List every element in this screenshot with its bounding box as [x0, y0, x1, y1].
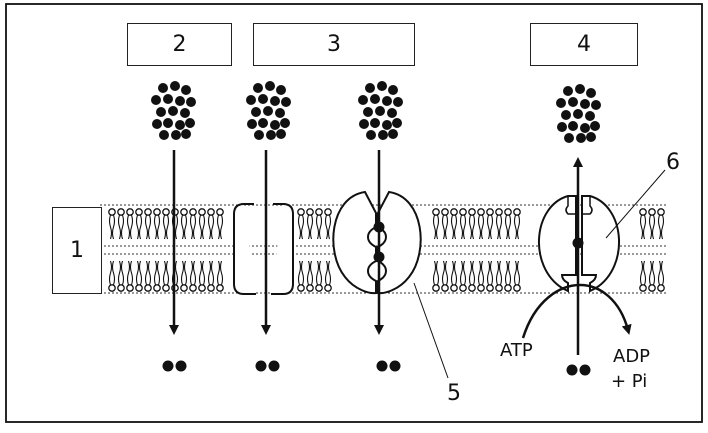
phospholipid-upper — [180, 208, 188, 240]
channel-protein — [233, 203, 294, 295]
atp-pump-protein — [538, 195, 620, 293]
phospholipid-upper — [306, 208, 314, 240]
callout-line-6 — [605, 169, 666, 239]
atp-label: ATP — [500, 340, 533, 361]
label-box-3: 3 — [253, 23, 415, 66]
phospholipid-lower — [135, 260, 143, 292]
phospholipid-upper — [162, 208, 170, 240]
phospholipid-upper — [450, 208, 458, 240]
phospholipid-lower — [441, 260, 449, 292]
phospholipid-lower — [153, 260, 161, 292]
phospholipid-lower — [468, 260, 476, 292]
phospholipid-lower — [144, 260, 152, 292]
phospholipid-lower — [306, 260, 314, 292]
molecule-pair-3a — [255, 360, 280, 372]
label-box-4: 4 — [530, 23, 638, 66]
phospholipid-upper — [513, 208, 521, 240]
phospholipid-upper — [657, 208, 665, 240]
label-box-1: 1 — [52, 207, 102, 294]
phospholipid-upper — [504, 208, 512, 240]
phospholipid-lower — [126, 260, 134, 292]
phospholipid-upper — [126, 208, 134, 240]
phospholipid-lower — [198, 260, 206, 292]
phospholipid-upper — [648, 208, 656, 240]
phospholipid-lower — [207, 260, 215, 292]
phospholipid-lower — [639, 260, 647, 292]
callout-label-6: 6 — [666, 150, 680, 175]
phospholipid-upper — [216, 208, 224, 240]
phospholipid-lower — [504, 260, 512, 292]
pi-label: + Pi — [611, 371, 648, 392]
phospholipid-lower — [162, 260, 170, 292]
phospholipid-upper — [486, 208, 494, 240]
phospholipid-upper — [153, 208, 161, 240]
callout-label-5: 5 — [447, 381, 461, 406]
phospholipid-lower — [459, 260, 467, 292]
label-1-text: 1 — [70, 238, 84, 263]
molecule-pair-4 — [566, 364, 591, 376]
phospholipid-lower — [657, 260, 665, 292]
phospholipid-lower — [297, 260, 305, 292]
phospholipid-upper — [315, 208, 323, 240]
phospholipid-upper — [495, 208, 503, 240]
phospholipid-lower — [108, 260, 116, 292]
phospholipid-lower — [513, 260, 521, 292]
molecule-cluster-3b — [358, 81, 403, 140]
phospholipid-lower — [117, 260, 125, 292]
phospholipid-upper — [459, 208, 467, 240]
molecule-cluster-3a — [246, 81, 291, 140]
phospholipid-lower — [495, 260, 503, 292]
label-3-text: 3 — [327, 32, 341, 57]
label-2-text: 2 — [172, 32, 187, 57]
phospholipid-upper — [639, 208, 647, 240]
molecule-pair-2 — [162, 360, 187, 372]
phospholipid-upper — [324, 208, 332, 240]
phospholipid-lower — [432, 260, 440, 292]
phospholipid-upper — [477, 208, 485, 240]
callout-line-5 — [413, 282, 449, 379]
phospholipid-lower — [315, 260, 323, 292]
phospholipid-lower — [216, 260, 224, 292]
phospholipid-lower — [324, 260, 332, 292]
diagram-frame — [5, 3, 703, 423]
phospholipid-lower — [648, 260, 656, 292]
phospholipid-upper — [207, 208, 215, 240]
carrier-protein — [332, 190, 422, 295]
phospholipid-upper — [432, 208, 440, 240]
phospholipid-upper — [468, 208, 476, 240]
phospholipid-lower — [477, 260, 485, 292]
phospholipid-upper — [297, 208, 305, 240]
phospholipid-upper — [135, 208, 143, 240]
atp-hydrolysis-arrow — [521, 283, 632, 339]
phospholipid-lower — [486, 260, 494, 292]
phospholipid-upper — [441, 208, 449, 240]
label-4-text: 4 — [577, 32, 591, 57]
phospholipid-upper — [189, 208, 197, 240]
phospholipid-lower — [189, 260, 197, 292]
phospholipid-upper — [198, 208, 206, 240]
label-box-2: 2 — [127, 23, 232, 66]
phospholipid-upper — [144, 208, 152, 240]
phospholipid-lower — [180, 260, 188, 292]
molecule-cluster-4 — [556, 84, 601, 143]
phospholipid-upper — [108, 208, 116, 240]
molecule-pair-3b — [376, 360, 401, 372]
phospholipid-lower — [450, 260, 458, 292]
adp-label: ADP — [613, 346, 651, 367]
phospholipid-upper — [117, 208, 125, 240]
molecule-cluster-2 — [151, 81, 196, 140]
